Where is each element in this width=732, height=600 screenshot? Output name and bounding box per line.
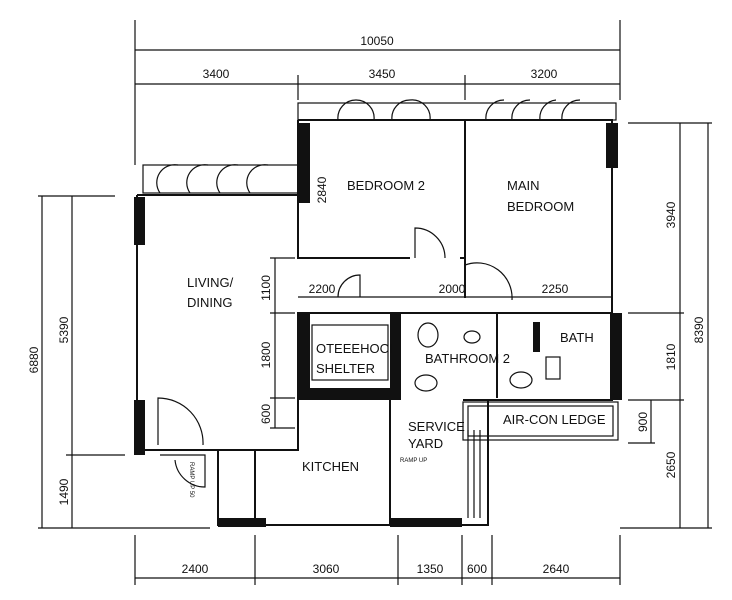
label-bedroom2: BEDROOM 2	[347, 178, 425, 193]
basin-icon	[463, 330, 481, 344]
dim-bottom-4: 600	[467, 562, 487, 576]
dim-left-inner-1: 5390	[57, 316, 71, 343]
toilet-icon	[545, 356, 561, 380]
label-main-bedroom-1: MAIN	[507, 178, 540, 193]
dim-top-1: 3400	[203, 67, 230, 81]
dim-left-outer: 6880	[27, 346, 41, 373]
dim-mid-1: 2200	[309, 282, 336, 296]
room-labels: BEDROOM 2 MAIN BEDROOM LIVING/ DINING OT…	[187, 178, 606, 498]
bathroom-fixtures	[414, 322, 561, 392]
label-ramp-entry: RAMP UP 50	[188, 462, 194, 498]
dim-right-2: 1810	[664, 343, 678, 370]
label-shelter-1: OTEEEHOCI	[316, 341, 393, 356]
label-service-yard-2: YARD	[408, 436, 443, 451]
inner-dimensions: 1100 1800 600 2200 2000 2250 2840	[259, 176, 612, 429]
label-service-yard-1: SERVICE	[408, 419, 465, 434]
dim-bottom-3: 1350	[417, 562, 444, 576]
label-kitchen: KITCHEN	[302, 459, 359, 474]
toilet-icon	[417, 322, 439, 348]
label-living-2: DINING	[187, 295, 233, 310]
dim-top-2: 3450	[369, 67, 396, 81]
label-ramp-yard: RAMP UP	[400, 458, 427, 464]
label-aircon-ledge: AIR-CON LEDGE	[503, 412, 606, 427]
dim-mid-3: 2250	[542, 282, 569, 296]
dim-right-outer: 8390	[692, 316, 706, 343]
dim-inner-1: 1100	[259, 275, 273, 301]
dim-bottom-2: 3060	[313, 562, 340, 576]
dim-top-total: 10050	[360, 34, 394, 48]
dim-right-3: 2650	[664, 451, 678, 478]
left-dimensions: 6880 5390 1490	[27, 195, 210, 529]
dim-left-inner-2: 1490	[57, 478, 71, 505]
label-main-bedroom-2: BEDROOM	[507, 199, 574, 214]
label-master-bath: BATH	[560, 330, 594, 345]
basin-icon	[509, 371, 533, 389]
dim-bottom-5: 2640	[543, 562, 570, 576]
shower-icon	[533, 322, 540, 352]
label-living-1: LIVING/	[187, 275, 234, 290]
label-bathroom2: BATHROOM 2	[425, 351, 510, 366]
top-dimensions: 10050 3400 3450 3200	[134, 20, 621, 165]
dim-inner-2: 1800	[259, 341, 273, 368]
label-shelter-2: SHELTER	[316, 361, 375, 376]
dim-right-1: 3940	[664, 201, 678, 228]
right-dimensions: 3940 1810 2650 900 8390	[620, 122, 712, 529]
dim-bottom-1: 2400	[182, 562, 209, 576]
dim-inner-3: 600	[259, 404, 273, 424]
dim-mid-2: 2000	[439, 282, 466, 296]
dim-top-3: 3200	[531, 67, 558, 81]
bottom-dimensions: 2400 3060 1350 600 2640	[134, 535, 621, 585]
dim-bedroom2: 2840	[315, 176, 329, 203]
basin-icon	[414, 374, 438, 392]
dim-ledge: 900	[636, 412, 650, 432]
walls	[134, 119, 622, 527]
